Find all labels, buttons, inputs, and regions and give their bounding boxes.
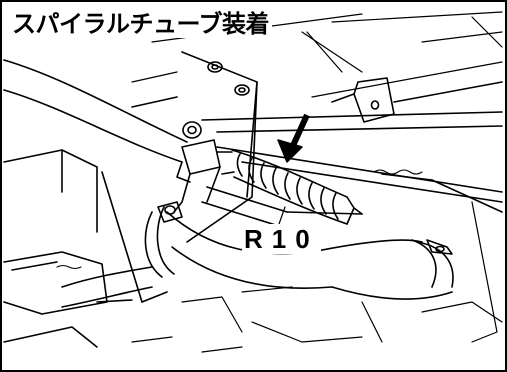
rear-bracket: [331, 77, 503, 123]
figure-title-label: スパイラルチューブ装着: [11, 10, 273, 38]
engine-block: [3, 149, 133, 348]
part-code-leader-line: [278, 206, 286, 225]
upper-hose: [3, 59, 188, 163]
mounting-clamp: [173, 121, 221, 213]
left-bracket-plate: [101, 51, 258, 303]
lower-hose-clamps: [61, 201, 183, 308]
title-leader-line: [306, 31, 343, 73]
lower-hose: [166, 211, 454, 300]
lower-details: [131, 201, 503, 353]
part-code-label: R10: [242, 224, 321, 254]
arrow-icon: [277, 113, 310, 163]
spiral-tube: [216, 149, 363, 225]
frame-rail: [201, 111, 503, 213]
